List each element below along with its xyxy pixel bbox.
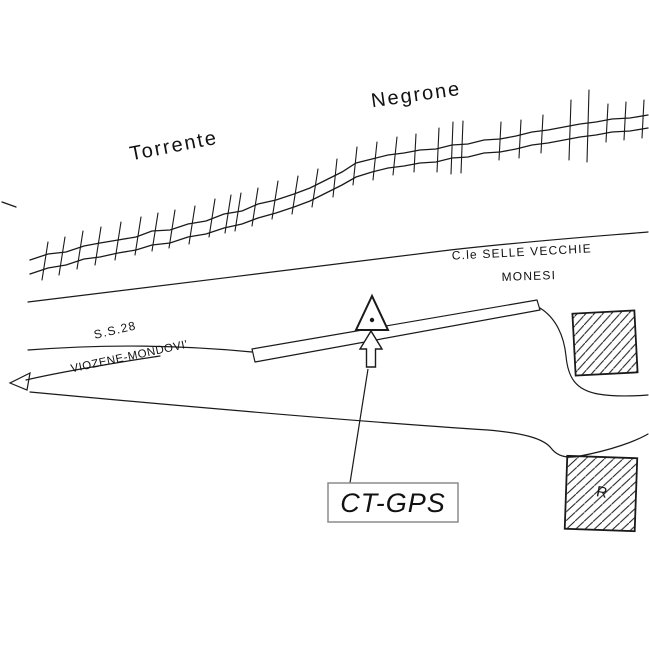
leader-arrowhead-icon: [358, 329, 384, 368]
stream-group: [1, 89, 649, 281]
road-group: [8, 231, 649, 458]
building-2: [563, 454, 639, 533]
stream-bank-upper: [29, 114, 649, 261]
stream-label-negrone: Negrone: [370, 78, 463, 112]
direction-arrow-line: [25, 355, 161, 381]
station-label-box: [327, 482, 459, 523]
leader-line: [349, 368, 369, 484]
building-letter: R: [595, 483, 609, 502]
direction-arrowhead-icon: [8, 371, 31, 391]
station-triangle-marker: [354, 293, 390, 331]
road-bottom-curve: [29, 391, 649, 458]
stream-label-torrente: Torrente: [128, 127, 220, 166]
station-label: CT-GPS: [340, 488, 446, 518]
station-dot: [369, 317, 375, 323]
pass-label-line1: C.le SELLE VECCHIE: [451, 241, 592, 262]
building-1: [571, 309, 639, 377]
station-group: CT-GPS: [327, 293, 459, 523]
map-labels: Torrente Negrone C.le SELLE VECCHIE MONE…: [70, 78, 593, 375]
road-right-curve: [539, 307, 649, 397]
spur-road: [251, 299, 541, 363]
buildings-group: R: [563, 309, 639, 533]
road-lower-left-edge: [27, 345, 253, 353]
highway-label-line1: S.S.28: [92, 318, 137, 341]
stream-left-edge-tick: [1, 201, 17, 208]
pass-label-line2: MONESI: [501, 268, 556, 284]
stream-tick-marks: [41, 89, 645, 281]
stream-bank-lower: [29, 127, 649, 275]
road-upper-edge: [27, 231, 649, 303]
highway-label-line2: VIOZENE-MONDOVI': [70, 339, 189, 376]
